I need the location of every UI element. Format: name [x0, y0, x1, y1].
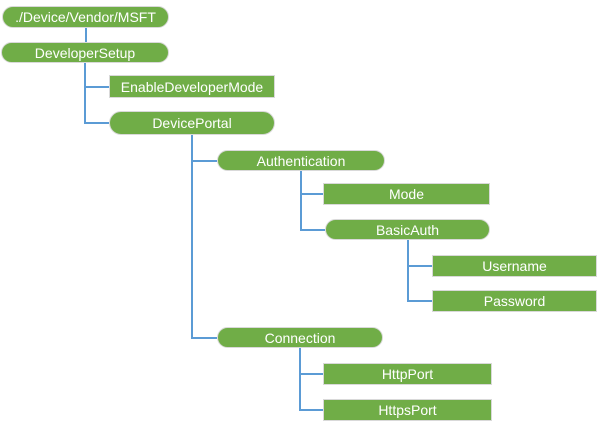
connector-branch-basic-auth-password: [407, 300, 432, 302]
node-label: DevicePortal: [152, 115, 232, 131]
connector-trunk-developer-setup-device-portal: [84, 63, 86, 124]
connector-branch-basic-auth-username: [407, 265, 432, 267]
node-label: EnableDeveloperMode: [120, 78, 264, 95]
connector-trunk-authentication-basic-auth: [300, 171, 302, 231]
tree-node-username: Username: [432, 255, 597, 277]
node-label: HttpPort: [381, 366, 434, 382]
tree-node-https-port: HttpsPort: [323, 399, 492, 421]
node-label: Authentication: [256, 152, 346, 169]
tree-node-developer-setup: DeveloperSetup: [1, 42, 169, 63]
connector-branch-authentication-mode: [300, 193, 323, 195]
tree-node-authentication: Authentication: [217, 150, 385, 171]
node-label: Connection: [264, 329, 336, 346]
node-label: DeveloperSetup: [34, 44, 136, 61]
connector-trunk-connection-https-port: [299, 348, 301, 411]
tree-node-connection: Connection: [217, 327, 383, 348]
node-label: Username: [482, 258, 547, 274]
tree-node-http-port: HttpPort: [323, 363, 492, 385]
node-label: Mode: [388, 186, 425, 202]
connector-branch-authentication-basic-auth: [300, 229, 325, 231]
connector-branch-connection-https-port: [299, 409, 323, 411]
node-label: HttpsPort: [378, 402, 437, 418]
tree-node-mode: Mode: [323, 183, 490, 205]
connector-branch-device-portal-authentication: [191, 160, 217, 162]
connector-branch-device-portal-connection: [191, 337, 217, 339]
connector-branch-connection-http-port: [299, 373, 323, 375]
node-label: Password: [483, 293, 546, 309]
connector-root-developer-setup: [85, 28, 87, 42]
node-label: ./Device/Vendor/MSFT: [15, 9, 156, 25]
node-label: BasicAuth: [375, 221, 440, 238]
tree-node-device-portal: DevicePortal: [109, 111, 275, 135]
tree-node-password: Password: [432, 290, 597, 312]
connector-branch-developer-setup-enable-developer-mode: [84, 86, 109, 88]
tree-node-root: ./Device/Vendor/MSFT: [2, 6, 169, 28]
connector-trunk-basic-auth-password: [407, 240, 409, 302]
tree-node-enable-developer-mode: EnableDeveloperMode: [109, 75, 275, 98]
connector-branch-developer-setup-device-portal: [84, 122, 109, 124]
connector-trunk-device-portal-connection: [191, 135, 193, 339]
tree-node-basic-auth: BasicAuth: [325, 219, 490, 240]
